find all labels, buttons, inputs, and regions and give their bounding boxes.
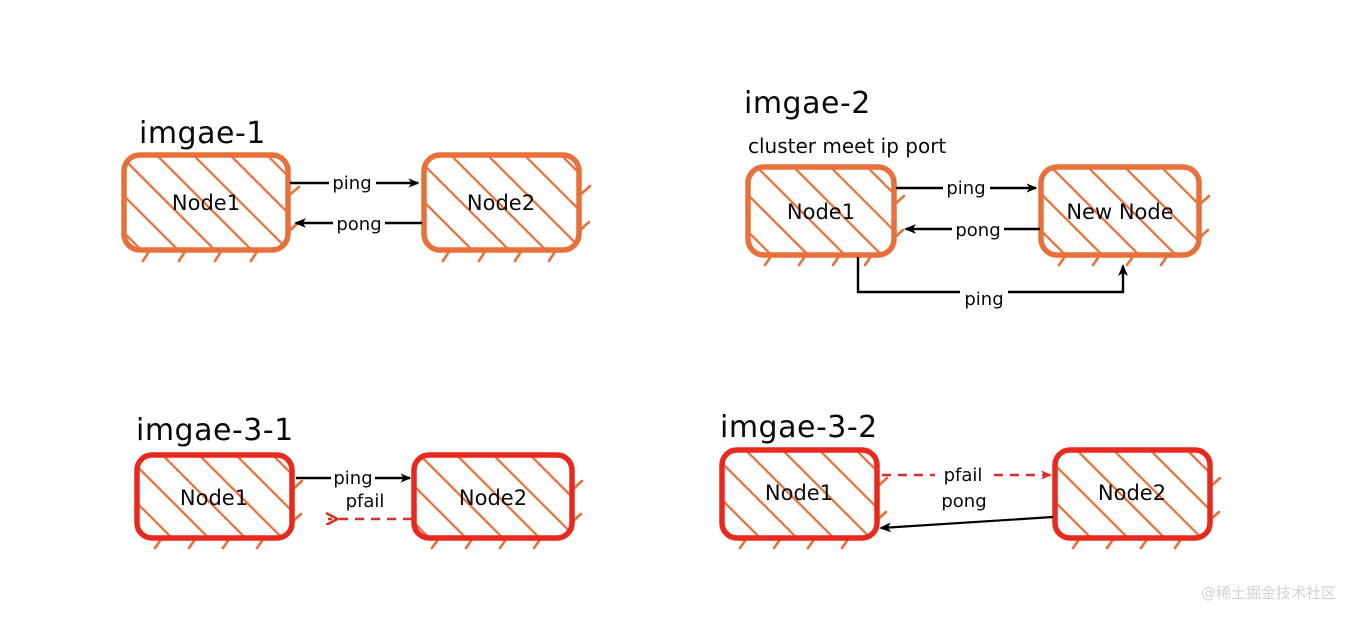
node-hatch-fill (722, 450, 877, 538)
node-box-imgae-3-2-node2: Node2 (1052, 447, 1222, 550)
edge-label-imgae-2-pong: pong (955, 220, 1000, 241)
node-hatch-fill (1055, 450, 1210, 538)
edge-label-imgae-3-2-pfail: pfail (944, 465, 983, 486)
node-border (719, 447, 880, 541)
node-box-imgae-1-node2: Node2 (421, 152, 592, 263)
node-box-imgae-2-new-node: New Node (1038, 164, 1211, 267)
node-label-imgae-3-1-node2: Node2 (459, 486, 527, 510)
node-box-imgae-3-1-node1: Node1 (134, 452, 304, 550)
edge-imgae-1-ping: ping (290, 170, 420, 195)
edge-label-imgae-3-2-pong: pong (941, 491, 986, 512)
node-box-imgae-3-1-node2: Node2 (411, 452, 584, 550)
edge-label-imgae-3-1-pfail: pfail (346, 491, 385, 512)
edge-imgae-3-2-pfail: pfail (882, 462, 1052, 486)
panel-imgae-2: imgae-2 cluster meet ip port Node1 (744, 86, 1211, 310)
node-border (1052, 447, 1213, 541)
node-border (134, 452, 295, 541)
node-border (411, 452, 575, 541)
node-label-imgae-2-new-node: New Node (1066, 200, 1173, 224)
node-hatch-fill (424, 155, 579, 250)
node-border (745, 164, 897, 258)
node-box-imgae-1-node1: Node1 (121, 152, 301, 263)
watermark: @稀土掘金技术社区 (1201, 584, 1336, 602)
edge-label-bg (331, 466, 375, 488)
edge-label-bg (329, 170, 376, 195)
edge-imgae-3-1-ping: ping (296, 466, 412, 489)
node-label-imgae-1-node2: Node2 (467, 191, 535, 215)
panel-title-imgae-3-1: imgae-3-1 (136, 413, 294, 448)
node-hatch-fill (748, 167, 894, 255)
edge-label-imgae-1-ping: ping (332, 173, 371, 194)
node-label-imgae-3-2-node2: Node2 (1098, 481, 1166, 505)
node-label-imgae-3-1-node1: Node1 (180, 486, 248, 510)
edge-imgae-2-ping: ping (896, 176, 1038, 200)
node-hatch-fill (1041, 167, 1199, 255)
edge-imgae-3-2-pong: pong (879, 488, 1054, 533)
edge-label-bg (943, 176, 990, 200)
edge-label-bg (333, 210, 385, 236)
panel-title-imgae-2: imgae-2 (744, 86, 871, 121)
node-box-imgae-3-2-node1: Node1 (719, 447, 889, 550)
node-hatch-fill (124, 155, 288, 250)
edge-imgae-2-ping-bottom: ping (856, 257, 1128, 310)
edge-label-bg (935, 488, 993, 513)
edge-imgae-2-pong: pong (904, 217, 1040, 242)
node-label-imgae-1-node1: Node1 (172, 191, 240, 215)
edge-label-imgae-1-pong: pong (336, 214, 381, 235)
panel-subtitle-imgae-2: cluster meet ip port (748, 134, 946, 158)
panel-title-imgae-1: imgae-1 (139, 116, 266, 151)
node-label-imgae-3-2-node1: Node1 (765, 481, 833, 505)
node-border (121, 152, 291, 253)
edge-label-bg (960, 281, 1008, 306)
panel-imgae-3-1: imgae-3-1 Node1 (134, 413, 584, 550)
panel-imgae-1: imgae-1 Node1 (121, 116, 592, 263)
edge-label-imgae-2-ping-bottom: ping (964, 289, 1003, 310)
node-hatch-fill (414, 455, 572, 538)
edge-imgae-1-pong: pong (294, 210, 422, 236)
edge-label-bg (935, 462, 991, 486)
edge-label-imgae-2-ping: ping (946, 178, 985, 199)
edge-label-bg (952, 217, 1004, 242)
node-border (421, 152, 582, 253)
node-border (1038, 164, 1202, 258)
panel-title-imgae-3-2: imgae-3-2 (720, 410, 878, 445)
edge-label-bg (339, 488, 391, 512)
node-label-imgae-2-node1: Node1 (787, 200, 855, 224)
edge-line (879, 515, 1054, 533)
node-box-imgae-2-node1: Node1 (745, 164, 906, 267)
edge-imgae-3-1-pfail: pfail (328, 488, 412, 519)
edge-label-imgae-3-1-ping: ping (333, 468, 372, 489)
node-hatch-fill (137, 455, 292, 538)
panel-imgae-3-2: imgae-3-2 Node1 (719, 410, 1222, 550)
